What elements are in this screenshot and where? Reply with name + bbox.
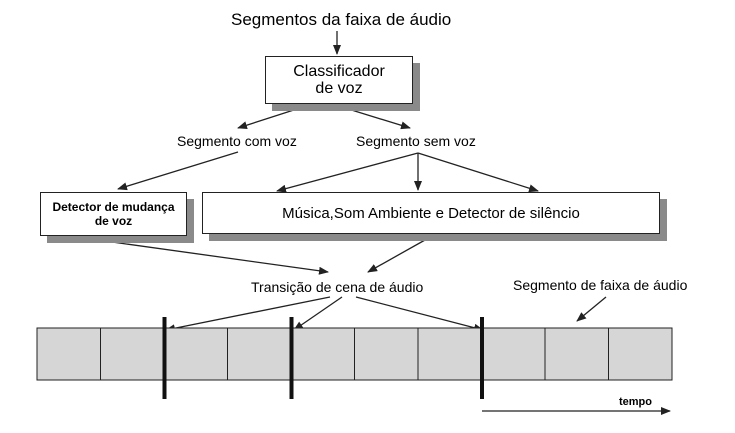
input-label: Segmentos da faixa de áudio bbox=[231, 10, 452, 29]
audio-track-segment-label: Segmento de faixa de áudio bbox=[513, 277, 688, 293]
voice-classifier-box: Classificador de voz bbox=[265, 56, 413, 104]
arrow-transition-to-marker-1 bbox=[165, 296, 331, 333]
scene-transition-marker bbox=[162, 317, 167, 399]
music-ambient-silence-detector-box: Música,Som Ambiente e Detector de silênc… bbox=[202, 192, 660, 234]
track-segment bbox=[544, 327, 609, 381]
scene-transition-marker bbox=[289, 317, 294, 399]
audio-track bbox=[36, 317, 673, 399]
track-segment bbox=[417, 327, 482, 381]
arrow-transition-to-marker-3 bbox=[355, 296, 484, 332]
arrow-classifier-to-with-voice bbox=[237, 107, 301, 130]
time-label: tempo bbox=[619, 396, 652, 408]
audio-scene-transition-label: Transição de cena de áudio bbox=[251, 279, 424, 295]
arrow-without-voice-left bbox=[276, 152, 419, 193]
track-segment bbox=[354, 327, 419, 381]
voice-classifier-line2: de voz bbox=[315, 80, 363, 97]
scene-transition-marker bbox=[480, 317, 484, 399]
segment-without-voice-label: Segmento sem voz bbox=[356, 133, 476, 149]
arrow-with-voice-to-detector bbox=[117, 151, 239, 191]
arrow-voice-change-to-transition bbox=[111, 241, 329, 275]
voice-change-detector-line1: Detector de mudança bbox=[52, 200, 175, 214]
voice-change-detector-box: Detector de mudança de voz bbox=[40, 192, 187, 236]
arrow-without-voice-right bbox=[417, 152, 539, 193]
music-ambient-silence-detector-label: Música,Som Ambiente e Detector de silênc… bbox=[282, 204, 580, 222]
track-segment bbox=[290, 327, 355, 381]
track-segment bbox=[163, 327, 228, 381]
track-segment bbox=[608, 327, 673, 381]
voice-change-detector-line2: de voz bbox=[94, 214, 133, 228]
track-segment bbox=[100, 327, 165, 381]
segment-with-voice-label: Segmento com voz bbox=[177, 133, 297, 149]
arrow-other-to-transition bbox=[367, 239, 426, 273]
voice-classifier-line1: Classificador bbox=[293, 63, 385, 80]
track-segment bbox=[36, 327, 101, 381]
track-segment bbox=[481, 327, 546, 381]
track-segment bbox=[227, 327, 292, 381]
arrow-transition-to-marker-2 bbox=[293, 296, 343, 331]
arrow-classifier-to-without-voice bbox=[344, 107, 411, 130]
arrow-track-segment-label bbox=[576, 296, 607, 322]
